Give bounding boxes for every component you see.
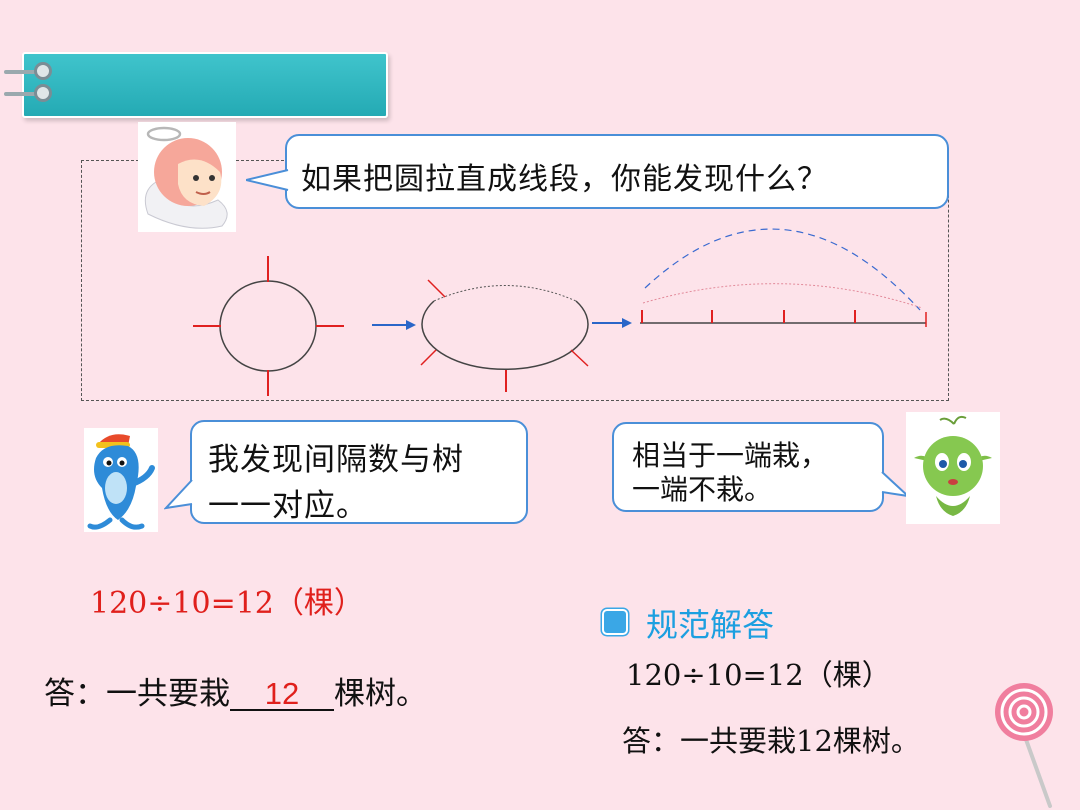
green-sprite-character-icon: [906, 412, 1000, 524]
tree-mark: [427, 279, 446, 298]
question-text: 如果把圆拉直成线段，你能发现什么？: [301, 162, 828, 197]
answer-blank: 12: [230, 678, 334, 711]
tree-mark: [420, 349, 437, 366]
sprite-text-line1: 相当于一端栽，: [632, 439, 829, 472]
dolphin-text-line2: 一一对应。: [208, 488, 368, 524]
blue-dashed-arc: [644, 228, 921, 311]
opened-ellipse: [421, 300, 589, 371]
header-tab: [22, 52, 388, 118]
bubble-tail: [246, 169, 289, 191]
standard-equation: 120÷10=12（棵）: [626, 658, 891, 692]
speech-bubble-sprite: 相当于一端栽， 一端不栽。: [612, 422, 884, 512]
dolphin-character-icon: [84, 428, 158, 532]
pink-dotted-arc: [642, 283, 923, 309]
square-bullet-icon: [602, 609, 628, 635]
answer-suffix: 棵树。: [334, 676, 427, 712]
dolphin-text-line1: 我发现间隔数与树: [208, 442, 464, 478]
binder-ring-icon: [34, 62, 52, 80]
sprite-text-line2: 一端不栽。: [632, 473, 773, 506]
red-equation: 120÷10=12（棵）: [90, 586, 364, 621]
binder-bar: [4, 92, 44, 96]
speech-bubble-dolphin: 我发现间隔数与树 一一对应。: [190, 420, 528, 524]
answer-prefix: 答：一共要栽: [44, 676, 230, 712]
angel-character-icon: [138, 122, 236, 232]
tree-mark: [570, 349, 589, 367]
bubble-tail: [164, 479, 193, 510]
arrow-head: [622, 318, 632, 328]
dotted-gap: [433, 285, 577, 302]
arrow-head: [406, 320, 416, 330]
binder-ring-icon: [34, 84, 52, 102]
standard-answer-label: 规范解答: [646, 607, 775, 643]
binder-bar: [4, 70, 44, 74]
speech-bubble-question: 如果把圆拉直成线段，你能发现什么？: [285, 134, 949, 209]
standard-answer: 答：一共要栽12棵树。: [622, 724, 920, 758]
circle: [219, 280, 317, 372]
lollipop-icon: [995, 683, 1053, 808]
